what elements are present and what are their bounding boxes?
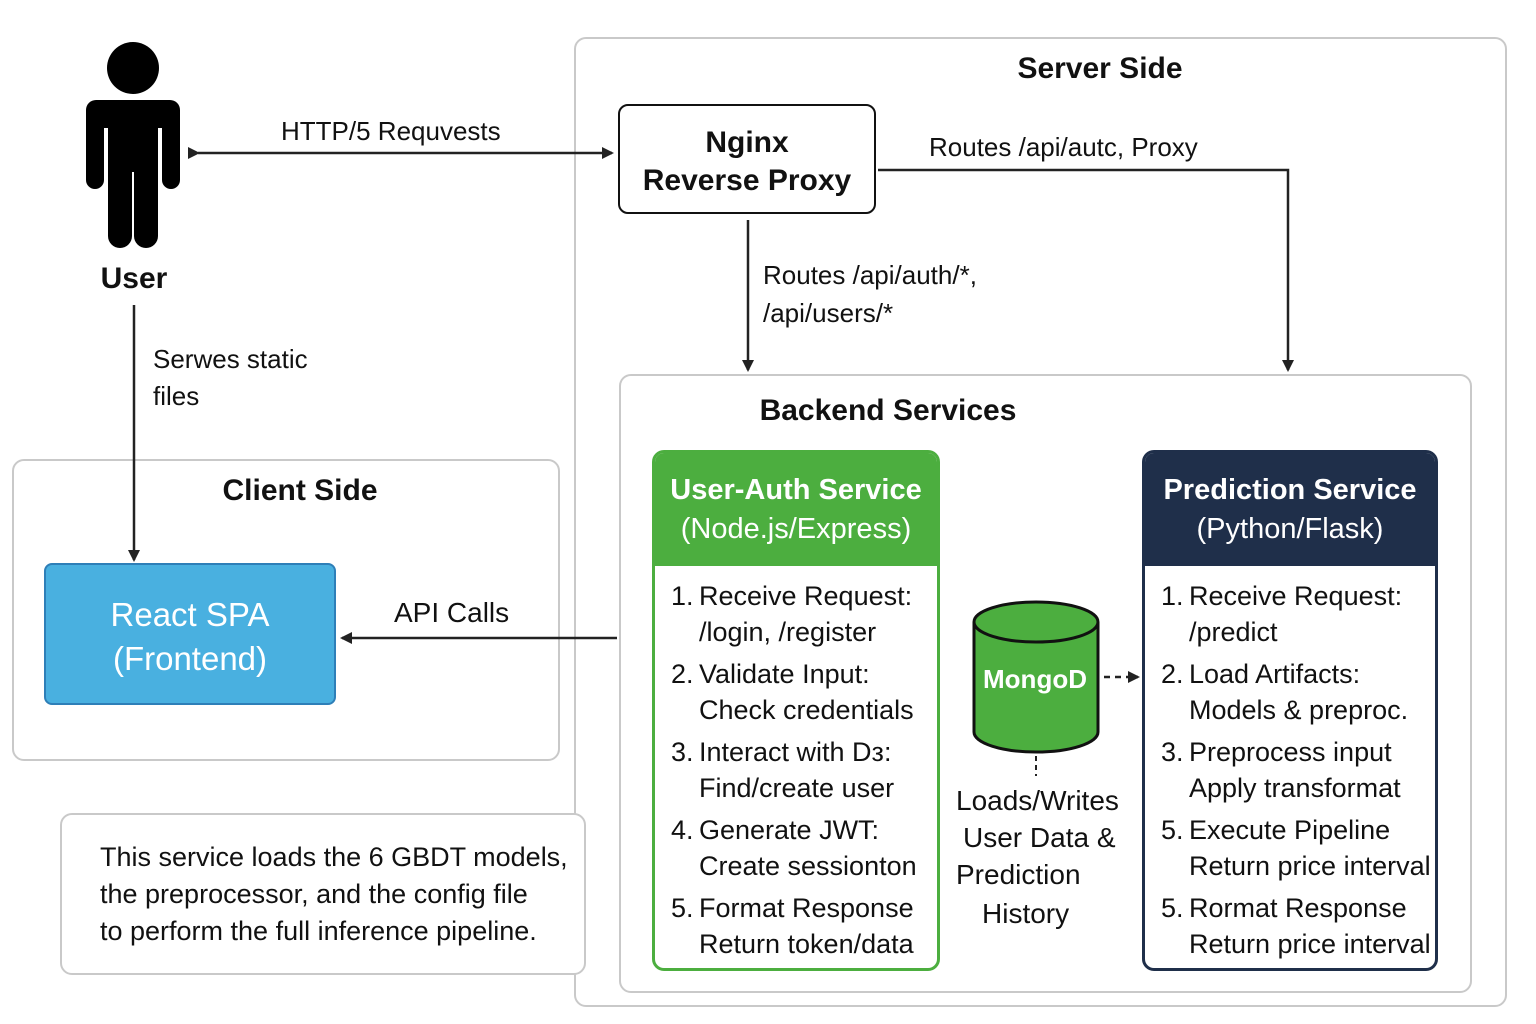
inference-note-box: This service loads the 6 GBDT models, th… — [60, 813, 586, 975]
mongodb-note-line1: Loads/Writes — [956, 785, 1119, 816]
client-side-title: Client Side — [222, 474, 378, 507]
note-line2: the preprocessor, and the config file — [100, 879, 528, 909]
serves-static-label-line1: Serwes static — [153, 344, 308, 374]
nginx-prediction-arrow — [878, 168, 1294, 372]
mongodb-note-line4: History — [982, 898, 1070, 929]
list-item: 1.Receive Request:/predict — [1161, 581, 1403, 647]
prediction-service-box: Prediction Service (Python/Flask) 1.Rece… — [1142, 450, 1438, 971]
user-label: User — [100, 262, 168, 295]
react-spa-subtitle: (Frontend) — [112, 640, 268, 677]
list-item: 2.Validate Input:Check credentials — [671, 659, 914, 725]
user-auth-service-title: User-Auth Service — [670, 474, 922, 506]
note-line3: to perform the full inference pipeline. — [100, 916, 537, 946]
list-item: 3.Interact with Dᴈ:Find/create user — [671, 737, 895, 803]
routes-auth-label-line1: Routes /api/auth/*, — [763, 260, 977, 290]
mongodb-note-line3: Prediction — [956, 859, 1081, 890]
list-item: 2.Load Artifacts:Models & preproc. — [1161, 659, 1409, 725]
server-side-title: Server Side — [1017, 52, 1183, 85]
backend-services-title: Backend Services — [759, 394, 1017, 427]
api-calls-label: API Calls — [394, 597, 510, 628]
http-requests-label: HTTP/5 Requvests — [281, 116, 501, 146]
mongodb-label: MongoD — [983, 664, 1087, 694]
prediction-steps: 1.Receive Request:/predict 2.Load Artifa… — [1145, 566, 1435, 962]
user-auth-service-subtitle: (Node.js/Express) — [680, 513, 912, 545]
mongodb-cylinder-icon — [972, 600, 1100, 754]
prediction-service-subtitle: (Python/Flask) — [1196, 513, 1384, 545]
nginx-reverse-proxy-box: Nginx Reverse Proxy — [618, 104, 876, 214]
prediction-service-header: Prediction Service (Python/Flask) — [1145, 453, 1435, 566]
prediction-service-title: Prediction Service — [1163, 474, 1417, 506]
nginx-subtitle: Reverse Proxy — [642, 164, 852, 197]
person-icon — [86, 42, 180, 248]
routes-auth-label-line2: /api/users/* — [763, 298, 894, 328]
user-auth-service-box: User-Auth Service (Node.js/Express) 1.Re… — [652, 450, 940, 971]
routes-proxy-label: Routes /api/autc, Proxy — [929, 132, 1198, 162]
react-spa-title: React SPA — [110, 596, 270, 633]
list-item: 1.Receive Request:/login, /register — [671, 581, 913, 647]
note-line1: This service loads the 6 GBDT models, — [100, 842, 568, 872]
user-auth-service-header: User-Auth Service (Node.js/Express) — [655, 453, 937, 566]
serves-static-label-line2: files — [153, 381, 200, 411]
nginx-title: Nginx — [705, 126, 789, 159]
list-item: 4.Generate JWT:Create sessionton — [671, 815, 917, 881]
mongodb-note-line2: User Data & — [963, 822, 1116, 853]
react-spa-box: React SPA (Frontend) — [44, 563, 336, 705]
user-auth-steps: 1.Receive Request:/login, /register 2.Va… — [655, 566, 937, 962]
